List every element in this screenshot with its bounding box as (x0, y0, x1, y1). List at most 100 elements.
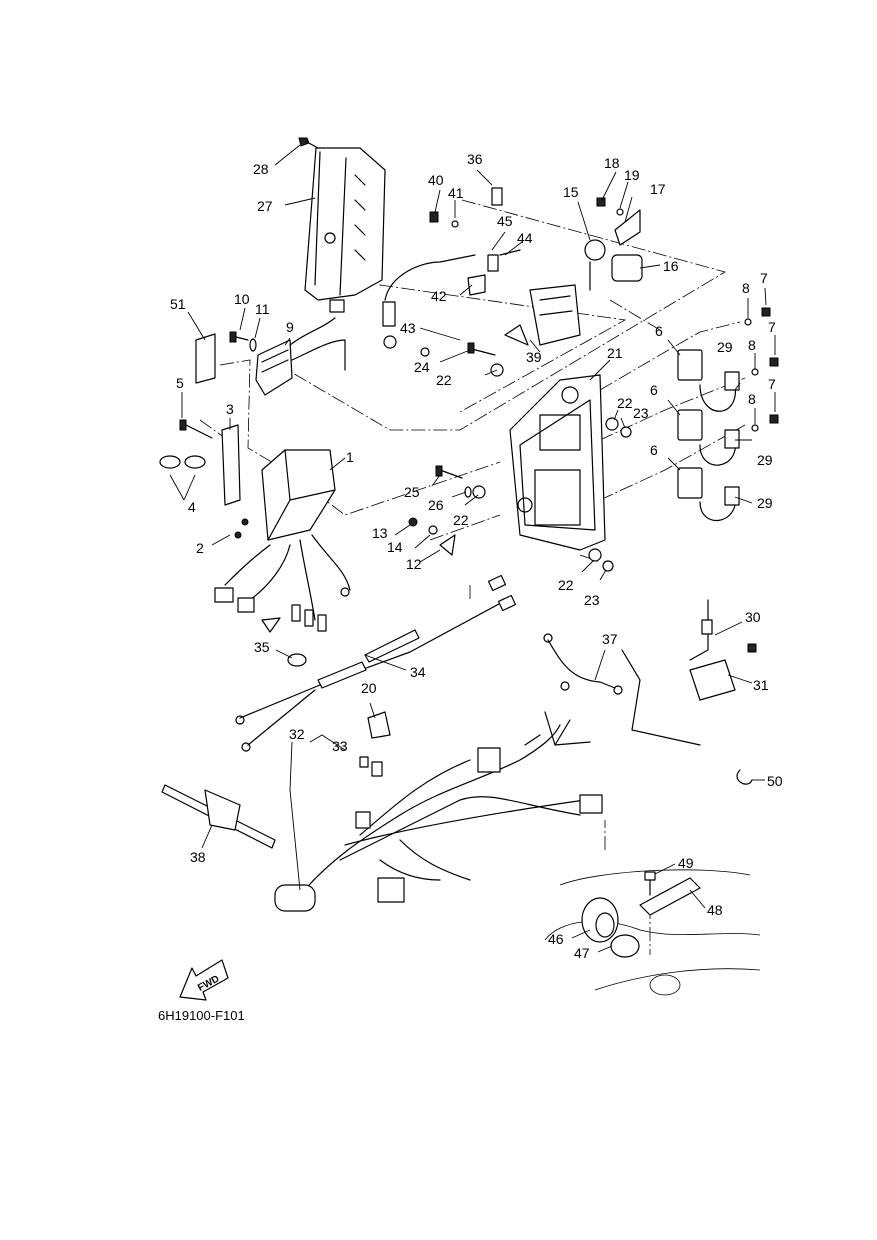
part-50-clip (736, 769, 753, 785)
callout-13: 13 (372, 525, 388, 541)
part-25-bolt (435, 465, 463, 479)
part-39-pulser (504, 284, 581, 346)
part-27-cover (304, 147, 386, 301)
callout-3: 3 (226, 401, 234, 417)
callout-23b: 23 (584, 592, 600, 608)
callout-23a: 23 (633, 405, 649, 421)
harness-upper-lead (382, 254, 476, 349)
part-1-cdi-unit (214, 449, 351, 633)
part-47-ring (610, 934, 640, 958)
callout-42: 42 (431, 288, 447, 304)
part-29-plug-caps (699, 371, 740, 521)
part-45-connector (487, 254, 499, 272)
callout-1: 1 (346, 449, 354, 465)
callout-8b: 8 (748, 337, 756, 353)
callout-18: 18 (604, 155, 620, 171)
callout-35: 35 (254, 639, 270, 655)
part-28-bolt (298, 137, 319, 149)
callout-14: 14 (387, 539, 403, 555)
callout-7c: 7 (768, 376, 776, 392)
callout-12: 12 (406, 556, 422, 572)
callout-38: 38 (190, 849, 206, 865)
part-40-bolt (429, 211, 439, 223)
part-11-washer (249, 338, 257, 352)
callout-4: 4 (188, 499, 196, 515)
part-43-washer (420, 347, 430, 357)
part-23-collars (602, 426, 632, 572)
part-9-rectifier (255, 299, 346, 396)
part-13-screw (408, 517, 418, 527)
part-6-ignition-coils (677, 349, 703, 499)
part-38-cable-tie (161, 784, 276, 849)
callout-25: 25 (404, 484, 420, 500)
callout-45: 45 (497, 213, 513, 229)
part-15-sensor (584, 239, 606, 291)
callout-51: 51 (170, 296, 186, 312)
part-31-sensor (689, 643, 757, 701)
callout-39: 39 (526, 349, 542, 365)
callout-36: 36 (467, 151, 483, 167)
callout-32: 32 (289, 726, 305, 742)
part-37-ground-lead (543, 633, 623, 695)
callout-15: 15 (563, 184, 579, 200)
callout-40: 40 (428, 172, 444, 188)
callout-29c: 29 (757, 495, 773, 511)
part-33-terminals (359, 756, 383, 777)
callout-26: 26 (428, 497, 444, 513)
callout-22a: 22 (436, 372, 452, 388)
callout-labels: 1 2 3 4 5 6 6 6 7 7 7 8 8 8 9 10 11 12 1… (170, 151, 783, 961)
part-34-lead (235, 574, 517, 752)
part-5-bolt (179, 419, 213, 439)
part-49-bolt (644, 871, 656, 896)
fwd-arrow: FWD (179, 959, 229, 1001)
leader-lines (169, 144, 776, 953)
assembly-lines (199, 151, 746, 955)
part-18-bolt (596, 197, 606, 207)
callout-46: 46 (548, 931, 564, 947)
callout-28: 28 (253, 161, 269, 177)
callout-22d: 22 (558, 577, 574, 593)
part-48-plate (639, 877, 701, 916)
callout-8a: 8 (742, 280, 750, 296)
part-46-grommet (581, 897, 619, 943)
callout-17: 17 (650, 181, 666, 197)
callout-5: 5 (176, 375, 184, 391)
callout-2: 2 (196, 540, 204, 556)
callout-29a: 29 (717, 339, 733, 355)
part-42-plug (467, 274, 486, 296)
callout-7a: 7 (760, 270, 768, 286)
part-7-bolts (761, 307, 779, 424)
part-41-washer (451, 220, 459, 228)
callout-16: 16 (663, 258, 679, 274)
part-19-washer (616, 208, 624, 216)
callout-22c: 22 (453, 512, 469, 528)
part-8-washers (744, 318, 759, 432)
callout-6a: 6 (655, 323, 663, 339)
callout-43: 43 (400, 320, 416, 336)
part-36-connector (491, 187, 503, 206)
part-17-bracket (614, 209, 641, 246)
callout-30: 30 (745, 609, 761, 625)
callout-7b: 7 (768, 319, 776, 335)
part-35-clamp (287, 653, 307, 667)
diagram-code: 6H19100-F101 (158, 1008, 245, 1023)
callout-33: 33 (332, 738, 348, 754)
callout-20: 20 (361, 680, 377, 696)
part-21-base-plate (509, 374, 606, 551)
part-4-clamps (159, 455, 206, 469)
callout-10: 10 (234, 291, 250, 307)
part-2-screws (234, 518, 249, 539)
callout-31: 31 (753, 677, 769, 693)
callout-34: 34 (410, 664, 426, 680)
callout-41: 41 (448, 185, 464, 201)
part-44-hose (499, 249, 521, 256)
callout-48: 48 (707, 902, 723, 918)
callout-27: 27 (257, 198, 273, 214)
part-14-washer (428, 525, 438, 535)
part-32-wiring-harness (274, 711, 603, 912)
callout-9: 9 (286, 319, 294, 335)
callout-21: 21 (607, 345, 623, 361)
housing-outline (544, 869, 761, 996)
part-30-lead (621, 599, 713, 746)
